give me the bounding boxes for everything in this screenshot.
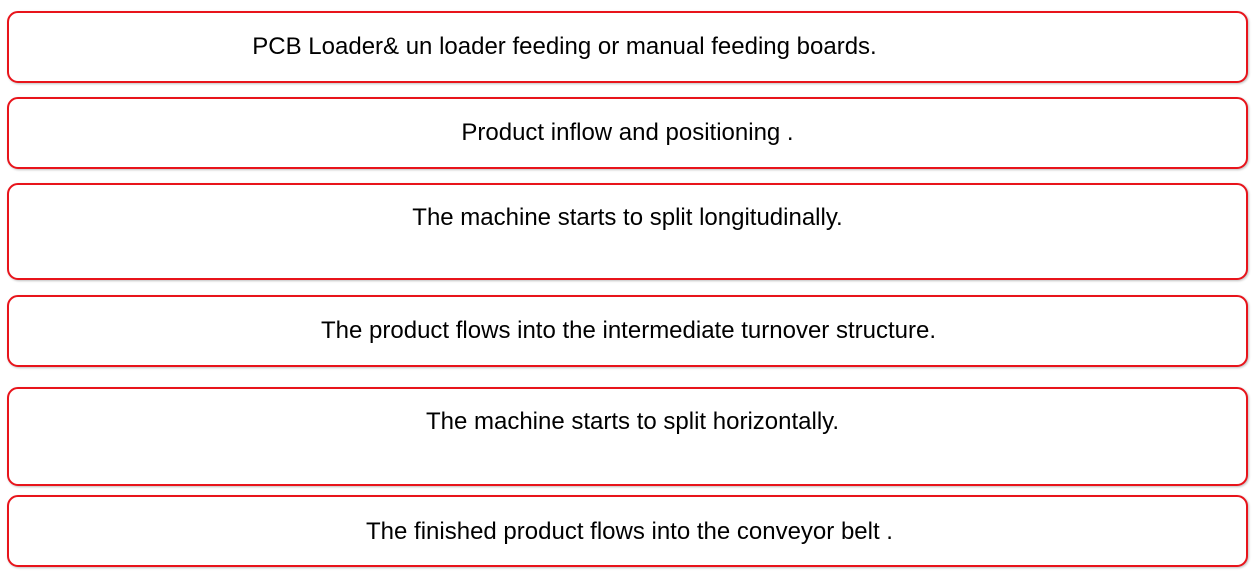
step-label: The product flows into the intermediate … [321, 317, 936, 344]
step-label: The finished product flows into the conv… [366, 518, 893, 545]
step-box-product-inflow: Product inflow and positioning . [7, 97, 1248, 169]
step-label: Product inflow and positioning . [461, 119, 794, 146]
step-box-pcb-loading: PCB Loader& un loader feeding or manual … [7, 11, 1248, 83]
step-box-turnover-structure: The product flows into the intermediate … [7, 295, 1248, 367]
step-box-conveyor-output: The finished product flows into the conv… [7, 495, 1248, 567]
step-box-horizontal-split: The machine starts to split horizontally… [7, 387, 1248, 486]
step-label: PCB Loader& un loader feeding or manual … [252, 33, 877, 60]
step-label: The machine starts to split longitudinal… [412, 204, 843, 231]
step-label: The machine starts to split horizontally… [425, 408, 840, 435]
step-box-longitudinal-split: The machine starts to split longitudinal… [7, 183, 1248, 280]
